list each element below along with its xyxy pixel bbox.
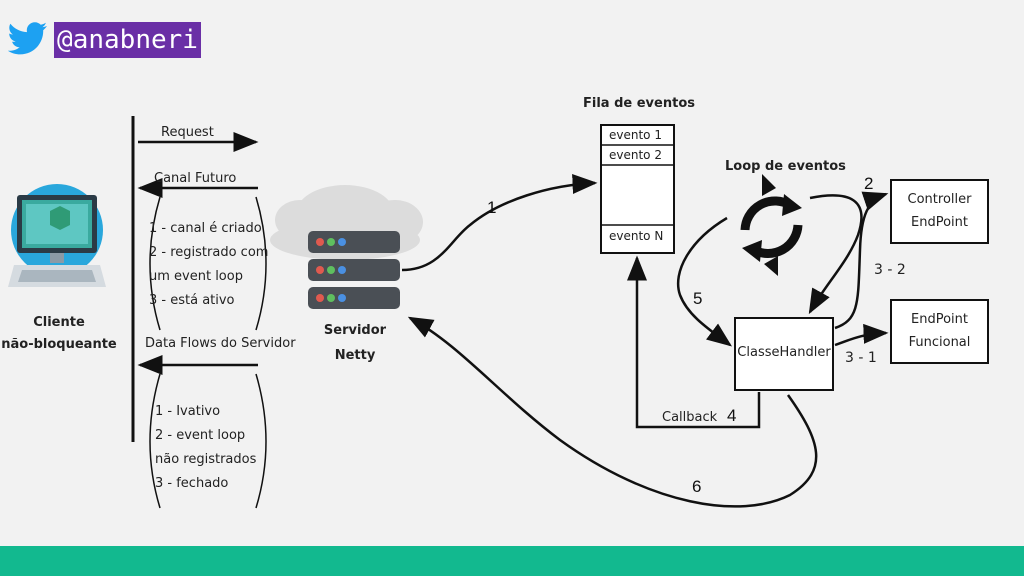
callback-label: Callback — [662, 410, 718, 425]
classe-handler-label: ClasseHandler — [737, 345, 831, 360]
list-item: 1 - canal é criado — [149, 221, 262, 236]
step-3-1: 3 - 1 — [845, 350, 877, 366]
server-cloud-icon — [270, 185, 423, 309]
step-3-2: 3 - 2 — [874, 262, 906, 278]
queue-item: evento N — [609, 229, 664, 243]
canal-futuro-label: Canal Futuro — [154, 171, 237, 186]
controller-endpoint-label: Controller EndPoint — [891, 188, 988, 234]
refresh-cycle-icon — [740, 174, 803, 276]
server-label-line1: Servidor — [323, 323, 387, 338]
step-6: 6 — [692, 477, 702, 496]
step-2: 2 — [864, 174, 874, 193]
server-label: Servidor Netty — [315, 318, 395, 368]
client-label: Cliente não-bloqueante — [0, 312, 118, 356]
footer-bar — [0, 546, 1024, 576]
list-item: 2 - event loop — [155, 428, 246, 443]
list-item: não registrados — [155, 452, 257, 467]
request-label: Request — [161, 125, 214, 140]
functional-line2: Funcional — [908, 335, 971, 350]
queue-title: Fila de eventos — [583, 96, 695, 111]
step-5: 5 — [693, 289, 703, 308]
step-1: 1 — [487, 198, 497, 217]
server-label-line2: Netty — [334, 348, 376, 363]
queue-item: evento 1 — [609, 128, 662, 142]
architecture-diagram — [8, 116, 989, 509]
functional-line1: EndPoint — [911, 312, 968, 327]
computer-icon — [8, 184, 106, 287]
functional-endpoint-label: EndPoint Funcional — [891, 308, 988, 354]
list-item: 2 - registrado com — [149, 245, 269, 260]
step-4: 4 — [727, 406, 737, 425]
queue-item: evento 2 — [609, 148, 662, 162]
list-item: 3 - está ativo — [149, 293, 235, 308]
controller-line2: EndPoint — [911, 215, 968, 230]
client-label-line1: Cliente — [33, 315, 85, 330]
list-item: 1 - Ivativo — [155, 404, 221, 419]
controller-line1: Controller — [907, 192, 972, 207]
list-item: 3 - fechado — [155, 476, 229, 491]
canal-states-list: 1 - canal é criado 2 - registrado com um… — [149, 217, 268, 313]
list-item: um event loop — [149, 269, 243, 284]
loop-title: Loop de eventos — [725, 159, 846, 174]
flow-states-list: 1 - Ivativo 2 - event loop não registrad… — [155, 400, 256, 496]
client-label-line2: não-bloqueante — [1, 337, 117, 352]
twitter-icon — [7, 22, 48, 56]
data-flows-label: Data Flows do Servidor — [145, 336, 296, 351]
twitter-handle[interactable]: @anabneri — [54, 22, 201, 58]
